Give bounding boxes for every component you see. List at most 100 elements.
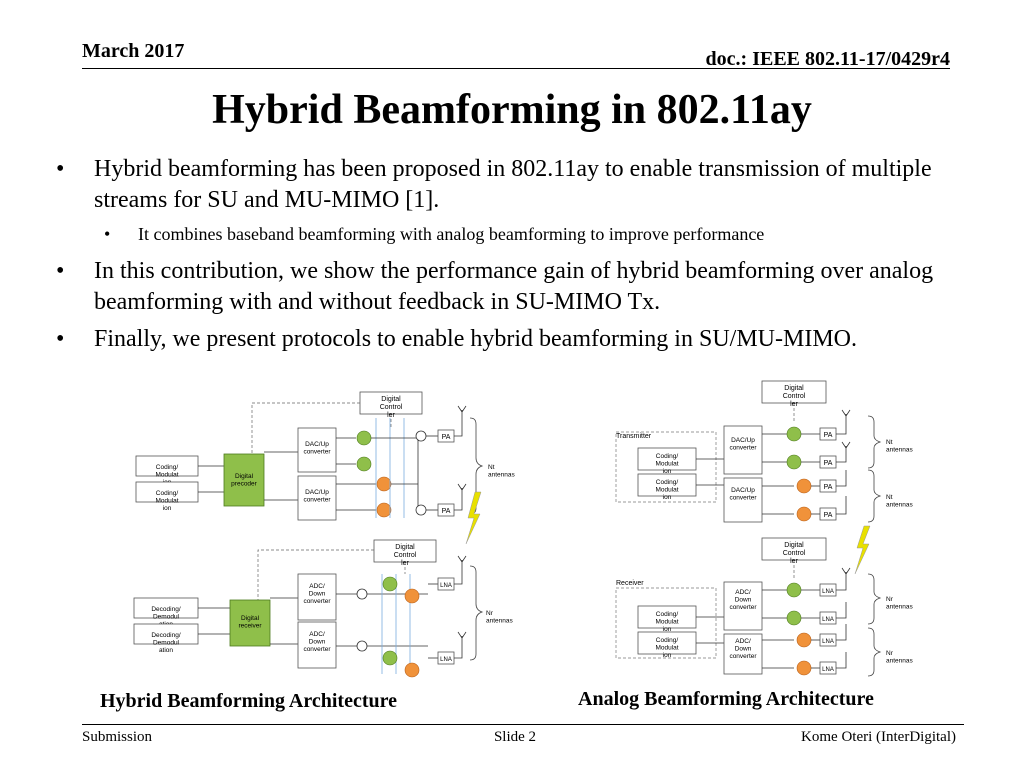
- antenna-icon: [836, 496, 847, 515]
- phase-shifter-green: [786, 426, 802, 442]
- adc-box-1: [297, 573, 337, 621]
- bullet-2-text: In this contribution, we show the perfor…: [94, 258, 934, 315]
- sub-bullet-1-text: It combines baseband beamforming with an…: [138, 224, 765, 244]
- antenna-icon: [836, 652, 847, 669]
- antenna-icon: [454, 405, 467, 437]
- receiver-label: Receiver: [616, 580, 644, 587]
- lna-label-1: LNA: [440, 583, 452, 589]
- combiner-node: [356, 640, 368, 652]
- bullet-2: • In this contribution, we show the perfo…: [56, 256, 1006, 318]
- dac-box-2: [297, 475, 337, 521]
- pa-label-3: PA: [824, 484, 833, 491]
- antenna-icon: [836, 441, 851, 463]
- dac-box-1: [723, 425, 763, 475]
- dac-box-1: [297, 427, 337, 473]
- phase-shifter-green: [786, 582, 802, 598]
- phase-shifter-orange: [376, 476, 392, 492]
- footer-rule: [82, 724, 964, 725]
- lna-label-2: LNA: [822, 617, 834, 623]
- lna-label-3: LNA: [822, 639, 834, 645]
- footer-submission: Submission: [82, 729, 153, 745]
- sub-bullet-1: • It combines baseband beamforming with a…: [56, 222, 1006, 246]
- bullet-1-text: Hybrid beamforming has been proposed in …: [94, 156, 932, 213]
- adc-box-2: [297, 621, 337, 669]
- phase-shifter-green: [356, 456, 372, 472]
- antenna-icon: [454, 631, 467, 659]
- nr-brace: [867, 627, 882, 677]
- adc-box-2: [723, 633, 763, 675]
- dac-box-2: [723, 477, 763, 523]
- combiner-node: [415, 504, 427, 516]
- pa-label-4: PA: [824, 512, 833, 519]
- bullet-dot: •: [56, 156, 65, 182]
- combiner-node: [356, 588, 368, 600]
- phase-shifter-orange: [796, 632, 812, 648]
- pa-label-2: PA: [824, 460, 833, 467]
- nr-brace: [469, 565, 484, 661]
- digital-receiver-box: [229, 599, 271, 647]
- lna-label-4: LNA: [822, 667, 834, 673]
- digital-precoder-box: [223, 453, 265, 507]
- phase-shifter-orange: [796, 660, 812, 676]
- phase-shifter-green: [382, 576, 398, 592]
- bullet-dot: •: [56, 258, 65, 284]
- combiner-node: [415, 430, 427, 442]
- lna-label-2: LNA: [440, 657, 452, 663]
- antenna-icon: [836, 470, 847, 487]
- pa-label-2: PA: [442, 508, 451, 515]
- nt-brace: [469, 417, 484, 515]
- phase-shifter-green: [382, 650, 398, 666]
- phase-shifter-green: [356, 430, 372, 446]
- phase-shifter-orange: [796, 478, 812, 494]
- lna-label-1: LNA: [822, 589, 834, 595]
- header-rule: [82, 68, 950, 69]
- antenna-icon: [454, 483, 467, 511]
- antenna-icon: [836, 624, 847, 641]
- bullet-dot: •: [56, 326, 65, 352]
- header-date: March 2017: [82, 40, 185, 62]
- antenna-icon: [454, 555, 467, 585]
- antenna-icon: [836, 567, 851, 591]
- phase-shifter-orange: [376, 502, 392, 518]
- antenna-icon: [836, 409, 851, 435]
- bullet-3: • Finally, we present protocols to enable…: [56, 324, 1006, 355]
- phase-shifter-orange: [404, 588, 420, 604]
- pa-label-1: PA: [824, 432, 833, 439]
- transmitter-label: Transmitter: [616, 433, 652, 440]
- nr-brace: [867, 573, 882, 625]
- analog-caption: Analog Beamforming Architecture: [578, 688, 874, 710]
- bullet-dot: •: [104, 224, 111, 244]
- antenna-icon: [836, 602, 847, 619]
- nt-brace: [867, 415, 882, 469]
- bullet-3-text: Finally, we present protocols to enable …: [94, 326, 857, 352]
- footer-author: Kome Oteri (InterDigital): [801, 729, 956, 745]
- phase-shifter-orange: [796, 506, 812, 522]
- lightning-icon: [854, 525, 871, 575]
- phase-shifter-green: [786, 454, 802, 470]
- phase-shifter-orange: [404, 662, 420, 678]
- footer-slide-number: Slide 2: [493, 729, 537, 745]
- header-doc-id: doc.: IEEE 802.11-17/0429r4: [705, 48, 950, 70]
